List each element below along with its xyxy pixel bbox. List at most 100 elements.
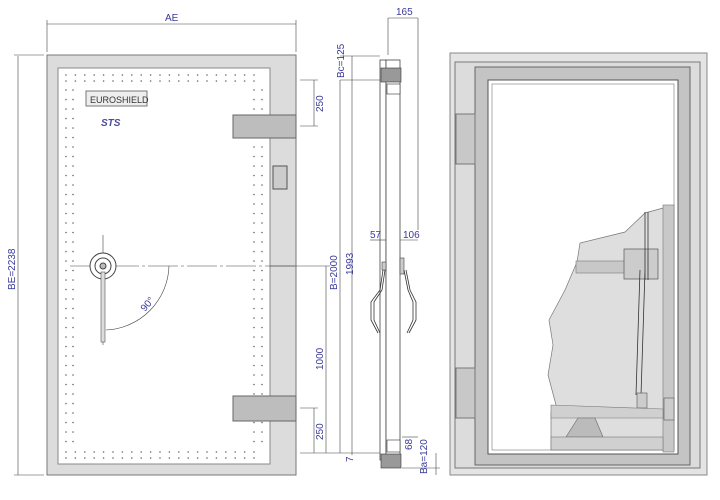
- rivet-dot: [253, 431, 255, 433]
- rivet-dot: [253, 393, 255, 395]
- rivet-dot: [261, 288, 263, 291]
- rivet-dot: [112, 74, 114, 76]
- rivet-dot: [261, 317, 263, 319]
- rivet-dot: [261, 355, 263, 357]
- rivet-dot: [72, 440, 74, 443]
- rivet-dot: [72, 250, 74, 253]
- rivet-dot: [225, 74, 227, 76]
- rivet-dot: [253, 364, 255, 367]
- rivet-dot: [253, 80, 255, 82]
- rivet-dot: [65, 440, 67, 443]
- rivet-dot: [261, 421, 263, 424]
- rivet-dot: [65, 222, 67, 224]
- rivet-dot: [72, 298, 74, 300]
- rivet-dot: [261, 374, 263, 376]
- rivet-dot: [65, 203, 67, 205]
- rivet-dot: [72, 412, 74, 414]
- rivet-dot: [72, 402, 74, 405]
- rivet-dot: [65, 298, 67, 300]
- rivet-dot: [84, 80, 86, 82]
- rivet-dot: [65, 307, 67, 310]
- rivet-dot: [261, 108, 263, 110]
- rivet-dot: [131, 451, 133, 453]
- rivet-dot: [261, 269, 263, 272]
- rivet-dot: [261, 184, 263, 186]
- rivet-dot: [215, 74, 218, 76]
- rivet-dot: [112, 457, 114, 459]
- bottom-hinge-section: [380, 453, 402, 469]
- rivet-dot: [253, 260, 255, 262]
- rear-view: [449, 52, 708, 476]
- rivet-dot: [72, 127, 74, 129]
- rivet-dot: [253, 345, 255, 348]
- front-view: AE BE=2238 EUROSHIELD STS 90°: [7, 13, 297, 476]
- rivet-dot: [121, 74, 124, 76]
- rivet-dot: [206, 451, 208, 453]
- rivet-dot: [65, 89, 67, 91]
- rivet-dot: [178, 457, 180, 459]
- rivet-dot: [243, 451, 246, 453]
- rivet-dot: [72, 117, 74, 120]
- rivet-dot: [261, 260, 263, 262]
- rivet-dot: [140, 451, 142, 453]
- rivet-dot: [72, 364, 74, 367]
- hinge-top: [232, 114, 297, 139]
- rivet-dot: [65, 165, 67, 167]
- rivet-dot: [253, 279, 255, 281]
- rivet-dot: [74, 80, 77, 82]
- rivet-dot: [253, 203, 255, 205]
- rivet-dot: [65, 136, 67, 139]
- rivet-dot: [253, 421, 255, 424]
- rivet-dot: [178, 451, 180, 453]
- rivet-dot: [253, 212, 255, 215]
- rivet-dot: [261, 241, 263, 243]
- rivet-dot: [131, 457, 133, 459]
- rivet-dot: [72, 89, 74, 91]
- rivet-dot: [234, 451, 236, 453]
- rivet-dot: [261, 307, 263, 310]
- closer-bracket: [623, 248, 659, 280]
- rivet-dot: [253, 355, 255, 357]
- rivet-dot: [72, 279, 74, 281]
- rivet-dot: [168, 80, 171, 82]
- rivet-dot: [112, 451, 114, 453]
- closer-arm-icon: [636, 392, 648, 409]
- rivet-dot: [261, 146, 263, 148]
- rivet-dot: [65, 260, 67, 262]
- rivet-dot: [168, 451, 171, 453]
- rivet-dot: [72, 393, 74, 395]
- rivet-dot: [131, 80, 133, 82]
- rivet-dot: [65, 374, 67, 376]
- rivet-dot: [215, 451, 218, 453]
- rivet-dot: [178, 74, 180, 76]
- rivet-dot: [72, 155, 74, 158]
- rivet-dot: [72, 165, 74, 167]
- rivet-dot: [261, 212, 263, 215]
- rivet-dot: [253, 184, 255, 186]
- rivet-dot: [65, 393, 67, 395]
- rivet-dot: [253, 174, 255, 177]
- rivet-dot: [65, 108, 67, 110]
- brand-logo: STS: [101, 118, 121, 129]
- rivet-dot: [65, 155, 67, 158]
- rivet-dot: [253, 89, 255, 91]
- rivet-dot: [74, 451, 77, 453]
- rivet-dot: [65, 355, 67, 357]
- rivet-dot: [72, 222, 74, 224]
- rivet-dot: [243, 457, 246, 459]
- rivet-dot: [65, 383, 67, 386]
- rivet-dot: [65, 279, 67, 281]
- rivet-dot: [65, 231, 67, 234]
- rivet-dot: [253, 457, 255, 459]
- rivet-dot: [72, 108, 74, 110]
- rivet-dot: [206, 80, 208, 82]
- rivet-dot: [93, 451, 95, 453]
- rivet-dot: [140, 74, 142, 76]
- handle-out-dim: 106: [403, 230, 420, 241]
- side-dimensions: 250 250 1000 B=2000 1993 7 Bc=125: [270, 43, 380, 462]
- rivet-dot: [72, 203, 74, 205]
- rivet-dot: [261, 383, 263, 386]
- rivet-dot: [65, 174, 67, 177]
- handle-icon: [89, 252, 117, 343]
